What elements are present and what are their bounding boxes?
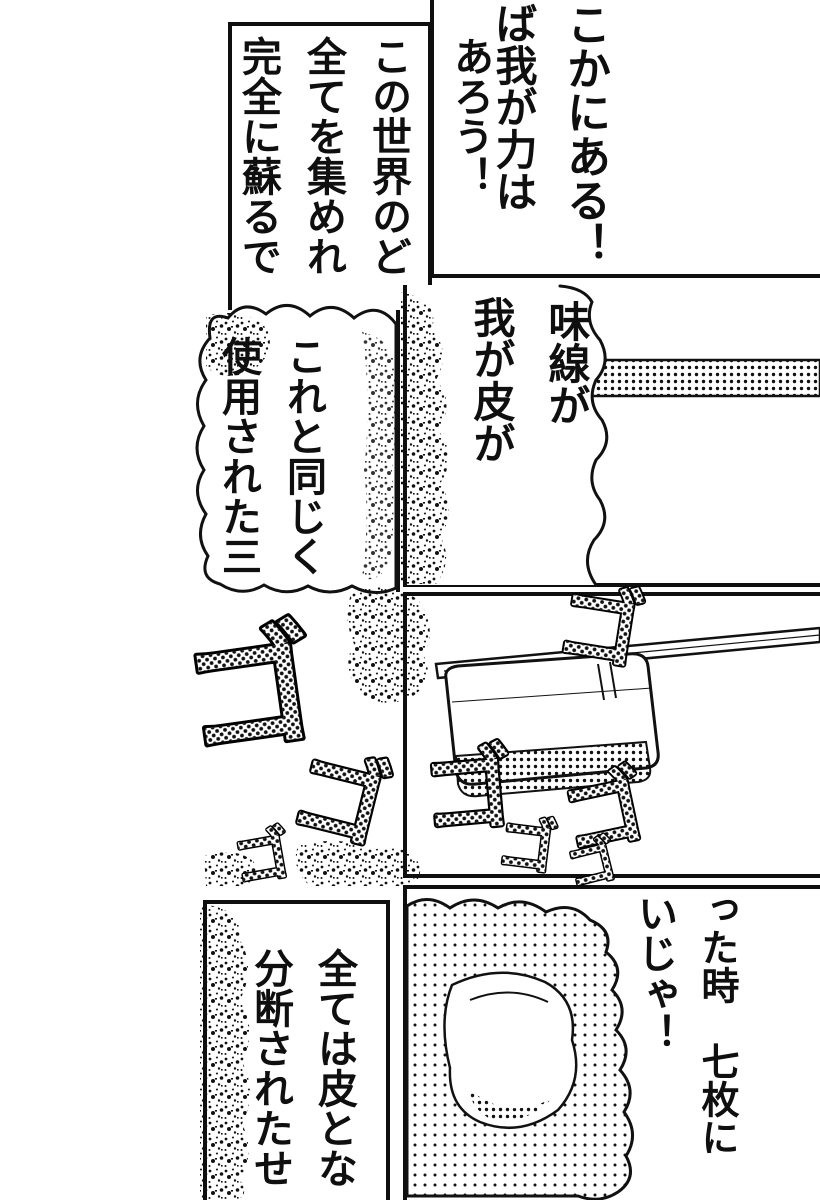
panel-bottom-left: [203, 900, 390, 1200]
sfx-go-8: ゴ ゴ: [226, 819, 297, 896]
panel-mid-right: [403, 285, 820, 587]
panel-top-right: [430, 0, 820, 278]
dialogue-mid-right-col-2: 我が皮が: [468, 296, 515, 464]
dialogue-bottom-right-col-1: った時 七枚に: [695, 890, 737, 1156]
dialogue-top-right-col-2: ば我が力は: [490, 2, 537, 212]
sfx-go-2: ゴ ゴ: [278, 734, 402, 866]
dialogue-top-left-col-2: 全てを集めれ: [301, 36, 345, 276]
svg-text:ゴ: ゴ: [228, 821, 296, 895]
dialogue-top-left-col-1: この世界のど: [366, 36, 410, 276]
svg-text:ゴ: ゴ: [174, 610, 325, 774]
dialogue-mid-right-col-1: 味線が: [543, 300, 590, 426]
svg-text:ゴ: ゴ: [280, 736, 399, 863]
dialogue-bottom-left-col-2: 分断されたせ: [248, 948, 292, 1188]
dialogue-mid-left-col-2: 使用された三: [216, 336, 260, 576]
dialogue-top-right-col-3: あろう！: [448, 36, 492, 196]
dialogue-mid-left-col-1: これと同じく: [281, 336, 325, 576]
svg-text:ゴ: ゴ: [280, 736, 399, 863]
dialogue-bottom-right-col-2: いじゃ！: [632, 893, 676, 1053]
svg-text:ゴ: ゴ: [228, 821, 296, 895]
dialogue-top-left-col-3: 完全に蘇るで: [236, 36, 280, 276]
dialogue-top-right-col-1: こかにある！: [560, 2, 609, 266]
panel-top-left: [228, 22, 432, 334]
panel-bottom-right: [403, 885, 820, 1200]
svg-text:ゴ: ゴ: [174, 610, 325, 774]
dialogue-bottom-left-col-1: 全ては皮とな: [312, 948, 356, 1188]
panel-shamisen: [403, 592, 820, 878]
sfx-go-1: ゴ ゴ: [171, 607, 328, 777]
